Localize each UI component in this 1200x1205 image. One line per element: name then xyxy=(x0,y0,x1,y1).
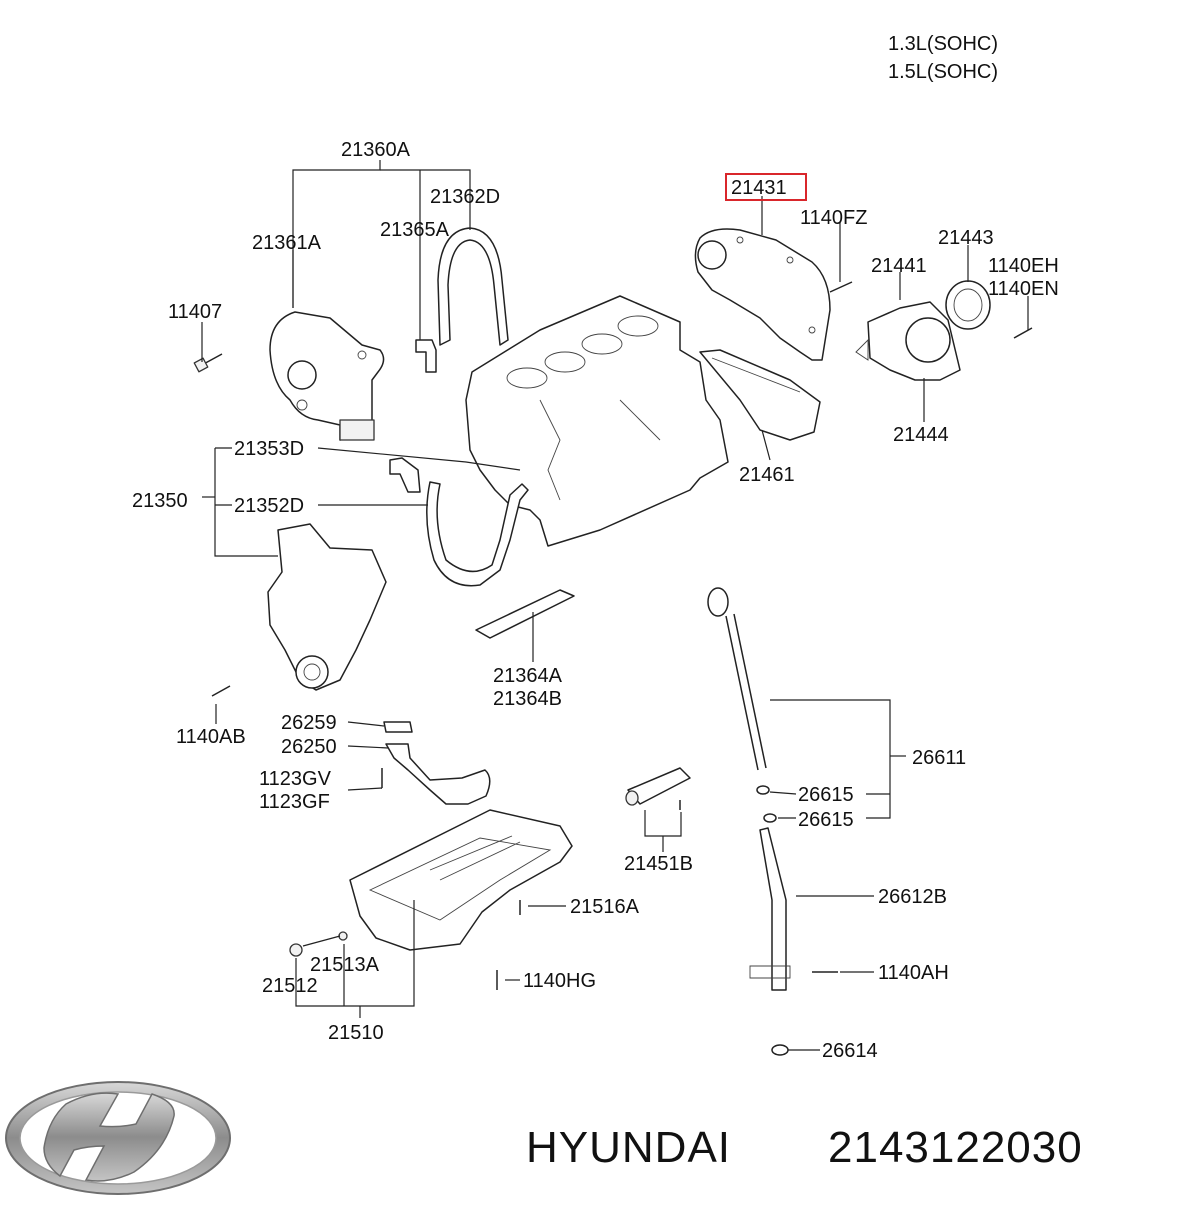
engine-label-2: 1.5L(SOHC) xyxy=(888,61,998,83)
timing-cover-lower xyxy=(267,523,387,691)
leader-lines xyxy=(201,160,1029,1051)
label-1140AH[interactable]: 1140AH xyxy=(878,962,949,984)
seal-strip-21364[interactable] xyxy=(475,589,575,639)
lower-cover-21461 xyxy=(699,349,821,441)
gasket-21353D xyxy=(389,457,421,493)
label-21364A[interactable]: 21364A xyxy=(493,665,563,687)
bolt-11407 xyxy=(193,353,223,373)
label-21444[interactable]: 21444 xyxy=(893,424,949,446)
bolt-1140AB xyxy=(211,685,231,697)
bolt-1140EH xyxy=(1013,327,1033,339)
label-26615-b[interactable]: 26615 xyxy=(798,809,854,831)
drain-plug xyxy=(289,931,348,957)
label-21510[interactable]: 21510 xyxy=(328,1022,384,1044)
label-1140HG[interactable]: 1140HG xyxy=(523,970,596,992)
o-ring-26614 xyxy=(771,1044,789,1056)
hyundai-logo xyxy=(5,1081,231,1195)
label-21361A[interactable]: 21361A xyxy=(252,232,322,254)
label-21362D[interactable]: 21362D xyxy=(430,186,500,208)
oil-seal-21443 xyxy=(945,280,991,330)
label-21353D[interactable]: 21353D xyxy=(234,438,304,460)
label-21352D[interactable]: 21352D xyxy=(234,495,304,517)
label-21350[interactable]: 21350 xyxy=(132,490,188,512)
label-26250[interactable]: 26250 xyxy=(281,736,337,758)
label-11407[interactable]: 11407 xyxy=(168,301,222,323)
brand-name: HYUNDAI xyxy=(526,1123,731,1172)
dipstick-tube-26612B xyxy=(749,813,791,991)
label-21516A[interactable]: 21516A xyxy=(570,896,640,918)
label-21365A[interactable]: 21365A xyxy=(380,219,450,241)
label-1140AB[interactable]: 1140AB xyxy=(176,726,246,748)
engine-label-1: 1.3L(SOHC) xyxy=(888,33,998,55)
label-26612B[interactable]: 26612B xyxy=(878,886,947,908)
bolt-1140FZ xyxy=(829,281,853,293)
label-21360A[interactable]: 21360A xyxy=(341,139,411,161)
highlight-box xyxy=(725,173,807,201)
label-26614[interactable]: 26614 xyxy=(822,1040,878,1062)
timing-cover-upper xyxy=(269,311,385,441)
oil-strainer xyxy=(381,721,491,805)
label-1140EH[interactable]: 1140EH xyxy=(988,255,1059,277)
label-1140EN[interactable]: 1140EN xyxy=(988,278,1059,300)
breather-21451B xyxy=(625,767,691,810)
label-1123GV[interactable]: 1123GV xyxy=(259,768,332,790)
label-21451B[interactable]: 21451B xyxy=(624,853,693,875)
oil-pan-21510 xyxy=(349,809,573,951)
label-26259[interactable]: 26259 xyxy=(281,712,337,734)
seal-housing-21441 xyxy=(855,301,961,381)
label-1140FZ[interactable]: 1140FZ xyxy=(800,207,867,229)
label-21513A[interactable]: 21513A xyxy=(310,954,380,976)
dipstick-26611[interactable] xyxy=(707,587,770,795)
label-21461[interactable]: 21461 xyxy=(739,464,795,486)
engine-block xyxy=(465,295,729,547)
label-26615-a[interactable]: 26615 xyxy=(798,784,854,806)
rear-plate-21431[interactable] xyxy=(694,228,831,361)
label-21512[interactable]: 21512 xyxy=(262,975,318,997)
timing-belt xyxy=(437,227,509,346)
label-1123GF[interactable]: 1123GF xyxy=(259,791,330,813)
label-21441[interactable]: 21441 xyxy=(871,255,927,277)
label-21443[interactable]: 21443 xyxy=(938,227,994,249)
label-21364B[interactable]: 21364B xyxy=(493,688,562,710)
label-21431[interactable]: 21431 xyxy=(731,177,787,199)
label-26611[interactable]: 26611 xyxy=(912,747,966,769)
timing-belt-lower xyxy=(426,481,529,587)
part-labels: 21360A 21362D 21365A 21361A 11407 21431 … xyxy=(132,139,1059,1062)
part-number: 2143122030 xyxy=(828,1123,1083,1172)
tensioner-bracket xyxy=(415,339,437,373)
